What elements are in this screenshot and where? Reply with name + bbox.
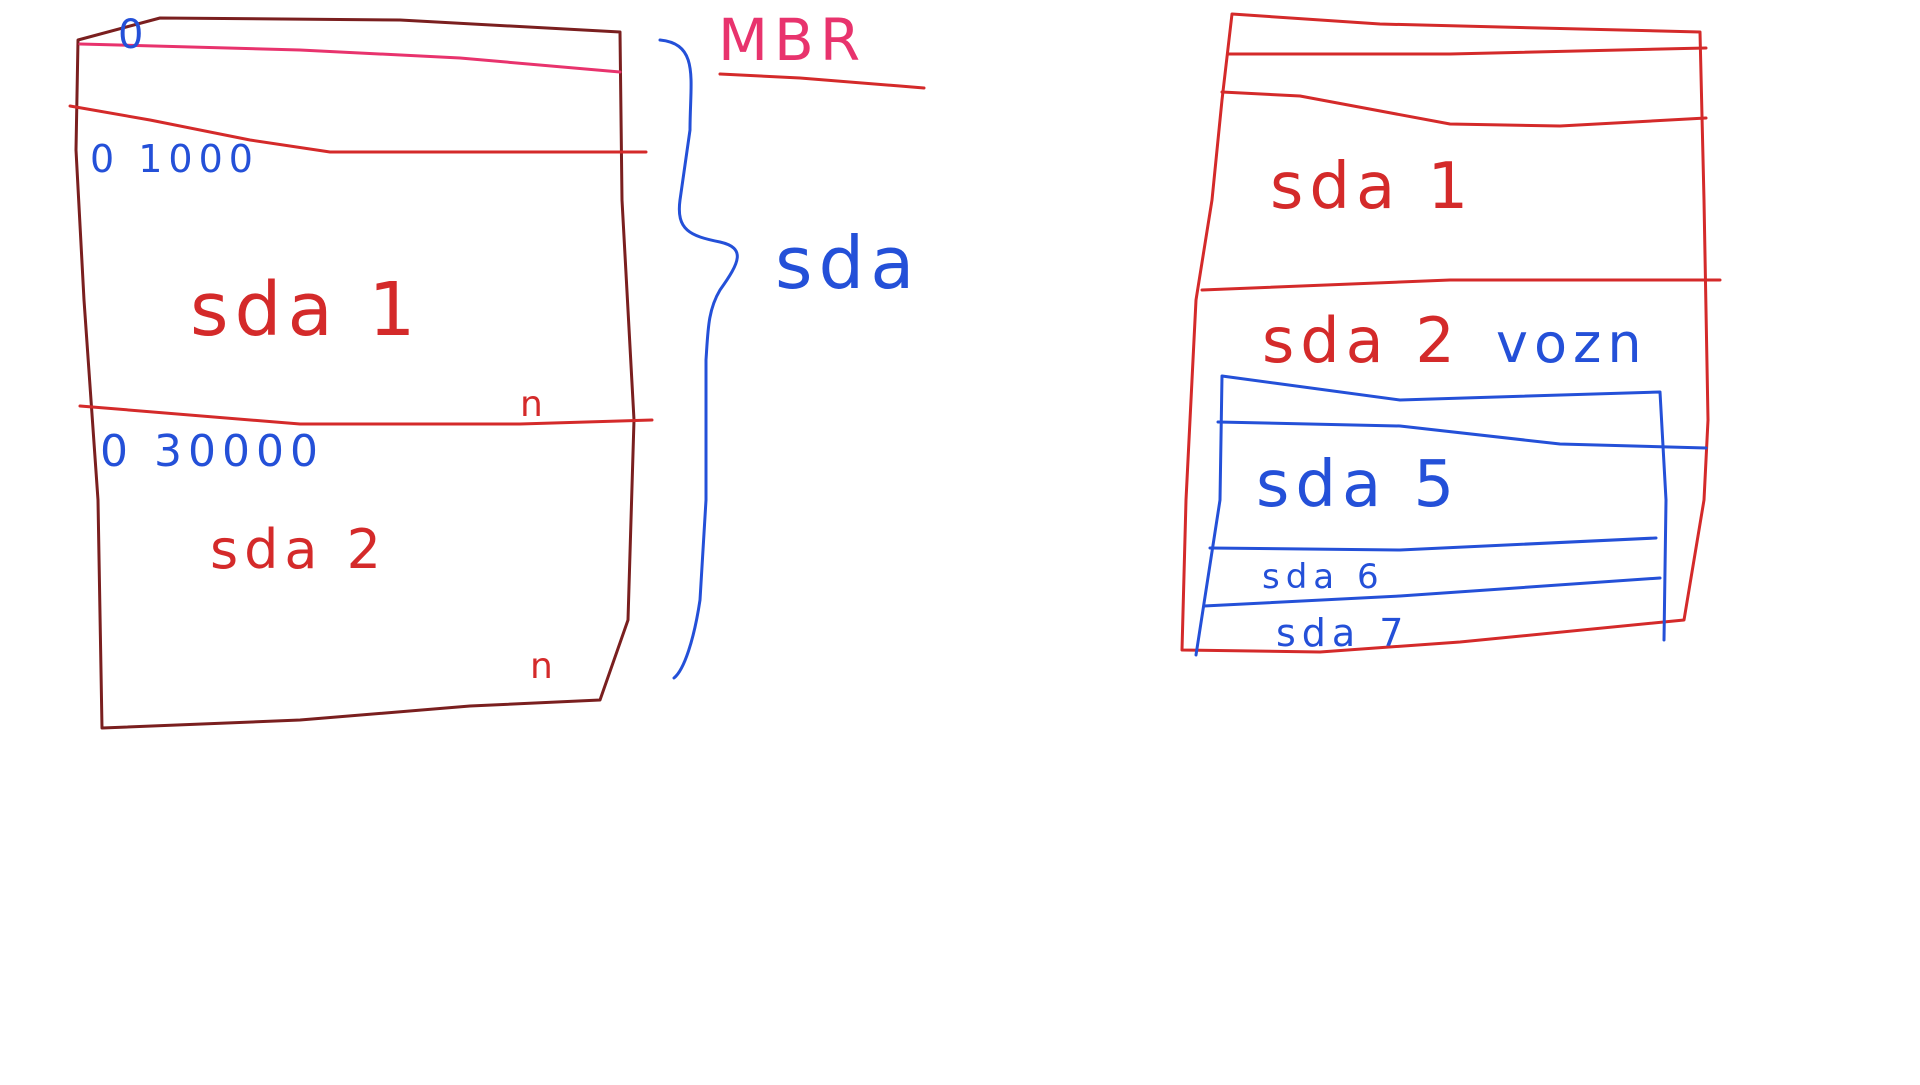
- right-partition-1-label: sda 1: [1270, 150, 1474, 224]
- annotations: MBR sda: [658, 6, 926, 680]
- disk-end-marker: n: [530, 646, 559, 687]
- logical-6-bottom-line: [1202, 576, 1662, 608]
- logical-partition-5-label: sda 5: [1256, 448, 1460, 522]
- right-disk-outline: [1180, 12, 1710, 654]
- right-mbr-line: [1226, 46, 1708, 56]
- extended-partition-box: [1194, 374, 1668, 657]
- mbr-underline: [718, 72, 926, 90]
- right-partition-2-label: sda 2: [1262, 304, 1461, 377]
- partition-1-start-sector: 0 1000: [90, 137, 259, 181]
- mbr-label: MBR: [718, 6, 866, 74]
- mbr-boundary-line: [78, 42, 622, 74]
- logical-5-top-line: [1216, 420, 1708, 450]
- left-disk-outline: [74, 16, 636, 730]
- extended-partition-note: vozn: [1496, 312, 1648, 375]
- right-disk: sda 1 sda 2 vozn sda 5 sda 6 sda 7: [1180, 12, 1722, 657]
- mbr-start-marker: 0: [118, 12, 149, 58]
- disk-label: sda: [775, 221, 920, 305]
- partition-1-end-marker: n: [520, 384, 549, 425]
- logical-partition-7-label: sda 7: [1276, 611, 1409, 655]
- partition-2-start-sector: 0 30000: [100, 426, 324, 477]
- partition-1-label: sda 1: [190, 267, 421, 353]
- partition-boundary-line: [78, 404, 654, 426]
- right-partition-1-top-line: [1220, 90, 1708, 128]
- left-disk: 0 0 1000 sda 1 n 0 30000 sda 2 n: [68, 12, 654, 730]
- right-partition-boundary-line: [1200, 278, 1722, 292]
- partition-1-top-line: [68, 104, 648, 154]
- disk-brace: [658, 38, 739, 680]
- partition-2-label: sda 2: [210, 518, 387, 581]
- logical-5-bottom-line: [1208, 536, 1658, 552]
- logical-partition-6-label: sda 6: [1262, 557, 1385, 597]
